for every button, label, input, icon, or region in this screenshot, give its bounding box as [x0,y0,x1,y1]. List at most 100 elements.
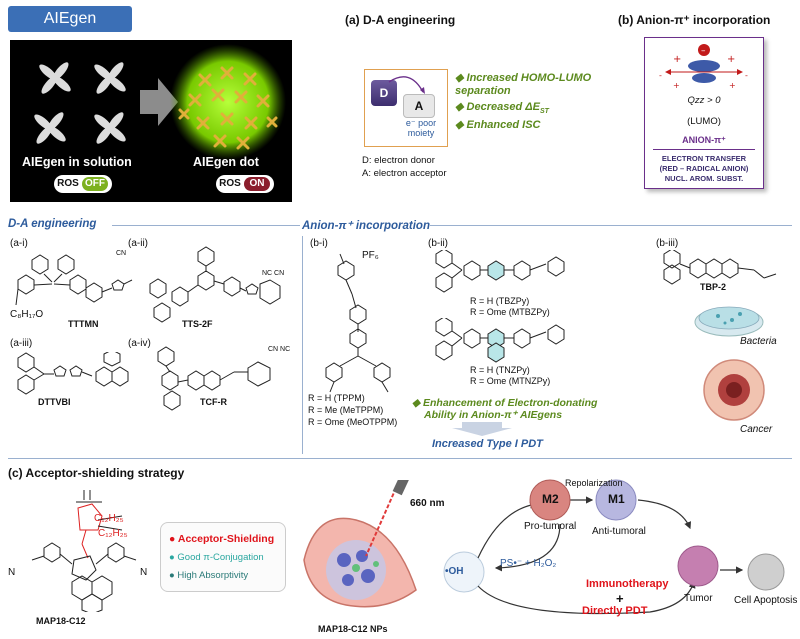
tbzpy-r1: R = H (TBZPy) [470,296,530,306]
bullet-acceptor-shielding: ● Acceptor-Shielding [169,533,275,545]
bacteria-label: Bacteria [740,336,777,347]
label-b-iii: (b-iii) [656,238,679,249]
tts2f-name: TTS-2F [182,319,213,329]
nps-name: MAP18-C12 NPs [318,624,388,634]
acceptor-caption: e⁻ poor moiety [405,118,437,138]
da-section-title: D-A engineering [8,218,97,230]
tcfr-structure [157,346,271,411]
amine-left: N [8,567,16,578]
bullet-acceptor-shielding-text: Acceptor-Shielding [177,533,275,545]
bullet-delta-est-sub: ST [539,108,549,116]
label-a-iii: (a-iii) [10,338,33,349]
panel-c-title: (c) Acceptor-shielding strategy [8,466,185,480]
svg-text:+: + [673,54,681,65]
alkyl-chain-2: C₁₂H₂₅ [98,528,128,539]
ps-h2o2-label: PS•⁻ + H₂O₂ [500,558,557,569]
svg-text:–: – [701,46,706,56]
da-diagram: D A e⁻ poor moiety [364,69,448,147]
tttmn-alkoxy: C₈H₁₇O [10,309,44,320]
et-line-2: (RED – RADICAL ANION) [659,164,749,173]
aiegen-tag: AIEgen [8,6,132,32]
section-vertical-divider [302,236,303,454]
hydroxyl-label: •OH [445,566,464,577]
pro-tumoral-label: Pro-tumoral [524,521,577,532]
bullet-pi-conjugation-text: Good π-Conjugation [177,552,264,563]
ros-off-left: ROS [57,178,79,189]
label-a-i: (a-i) [10,238,28,249]
bullet-delta-est-text: Decreased ΔE [466,101,540,113]
svg-text:-: - [659,71,662,80]
strategy-bullets: ● Acceptor-Shielding ● Good π-Conjugatio… [160,522,286,592]
apoptosis-label: Cell Apoptosis [734,595,798,606]
tbp2-name: TBP-2 [700,282,727,292]
et-line-1: ELECTRON TRANSFER [661,154,747,163]
transition-arrow [140,78,178,126]
m1-label: M1 [608,492,625,506]
tppm-structure [325,253,391,393]
enhancement-note: ◆ Enhancement of Electron-donating Abili… [412,397,652,421]
legend-donor: D: electron donor [362,155,435,166]
tbzpy-structure [435,250,565,293]
dot-label: AIEgen dot [193,155,259,169]
nps-illustration [303,480,417,608]
acceptor-block: A [403,94,435,118]
directly-pdt-label: Directly PDT [582,605,648,617]
et-line-3: NUCL. AROM. SUBST. [664,174,744,183]
tumor-label: Tumor [684,593,713,604]
tttmn-structure [15,254,133,306]
bullet-isc-text: Enhanced ISC [466,119,541,131]
aiegen-dot [170,44,286,160]
panel-c-divider [8,458,792,459]
panel-a-title: (a) D-A engineering [345,13,456,27]
laser-label: 660 nm [410,498,445,509]
tnzpy-r2: R = Ome (MTNZPy) [470,376,551,386]
da-divider [112,225,300,226]
cancer-label: Cancer [740,424,773,435]
donor-block: D [371,80,397,106]
label-a-iv: (a-iv) [128,338,151,349]
svg-text:+: + [729,81,736,90]
aiegen-illustration [34,44,286,160]
tppm-r1: R = H (TPPM) [308,393,365,403]
bacteria-dish [694,306,764,337]
lumo-text: (LUMO) [687,116,721,127]
tbzpy-r2: R = Ome (MTBZPy) [470,307,550,317]
solution-label: AIEgen in solution [22,155,132,169]
anti-tumoral-label: Anti-tumoral [592,526,646,537]
dttvbi-structure [17,352,129,395]
ros-on-left: ROS [219,178,241,189]
bullet-homo-lumo-text: Increased HOMO-LUMO separation [455,72,592,97]
tppm-r3: R = Ome (MeOTPPM) [308,417,398,427]
enhancement-line-2: Ability in Anion-π⁺ AIEgens [424,409,563,421]
label-a-ii: (a-ii) [128,238,148,249]
tts2f-cn: NC CN [262,270,285,277]
bullet-homo-lumo: ◆ Increased HOMO-LUMO separation [455,72,592,97]
bullet-absorptivity-text: High Absorptivity [177,570,249,581]
legend-acceptor: A: electron acceptor [362,168,447,179]
svg-text:+: + [727,54,735,65]
anion-section-title: Anion-π⁺ incorporation [302,220,430,232]
anion-text: ANION-π⁺ [682,135,726,145]
tnzpy-r1: R = H (TNZPy) [470,365,530,375]
anion-divider [430,225,792,226]
panel-b-title: (b) Anion-π⁺ incorporation [618,13,771,27]
tcfr-cn: CN NC [268,346,291,353]
alkyl-chain-1: C₁₂H₂₅ [94,513,124,524]
electron-transfer-text: ELECTRON TRANSFER (RED – RADICAL ANION) … [645,154,763,184]
tbp2-structure [663,250,777,285]
plus-sign: + [616,591,624,606]
tcfr-name: TCF-R [200,397,227,407]
bullet-delta-est: ◆ Decreased ΔEST [455,101,549,116]
label-b-ii: (b-ii) [428,238,448,249]
immunotherapy-label: Immunotherapy [586,578,669,590]
dot-molecules [178,66,278,150]
tttmn-name: TTTMN [68,319,99,329]
map18-name: MAP18-C12 [36,616,86,626]
down-arrow [452,422,512,436]
quadrupole-diagram: – + + - - + + [659,44,748,90]
dttvbi-name: DTTVBI [38,397,71,407]
qzz-text: Qzz > 0 [687,95,721,106]
svg-text:-: - [745,71,748,80]
